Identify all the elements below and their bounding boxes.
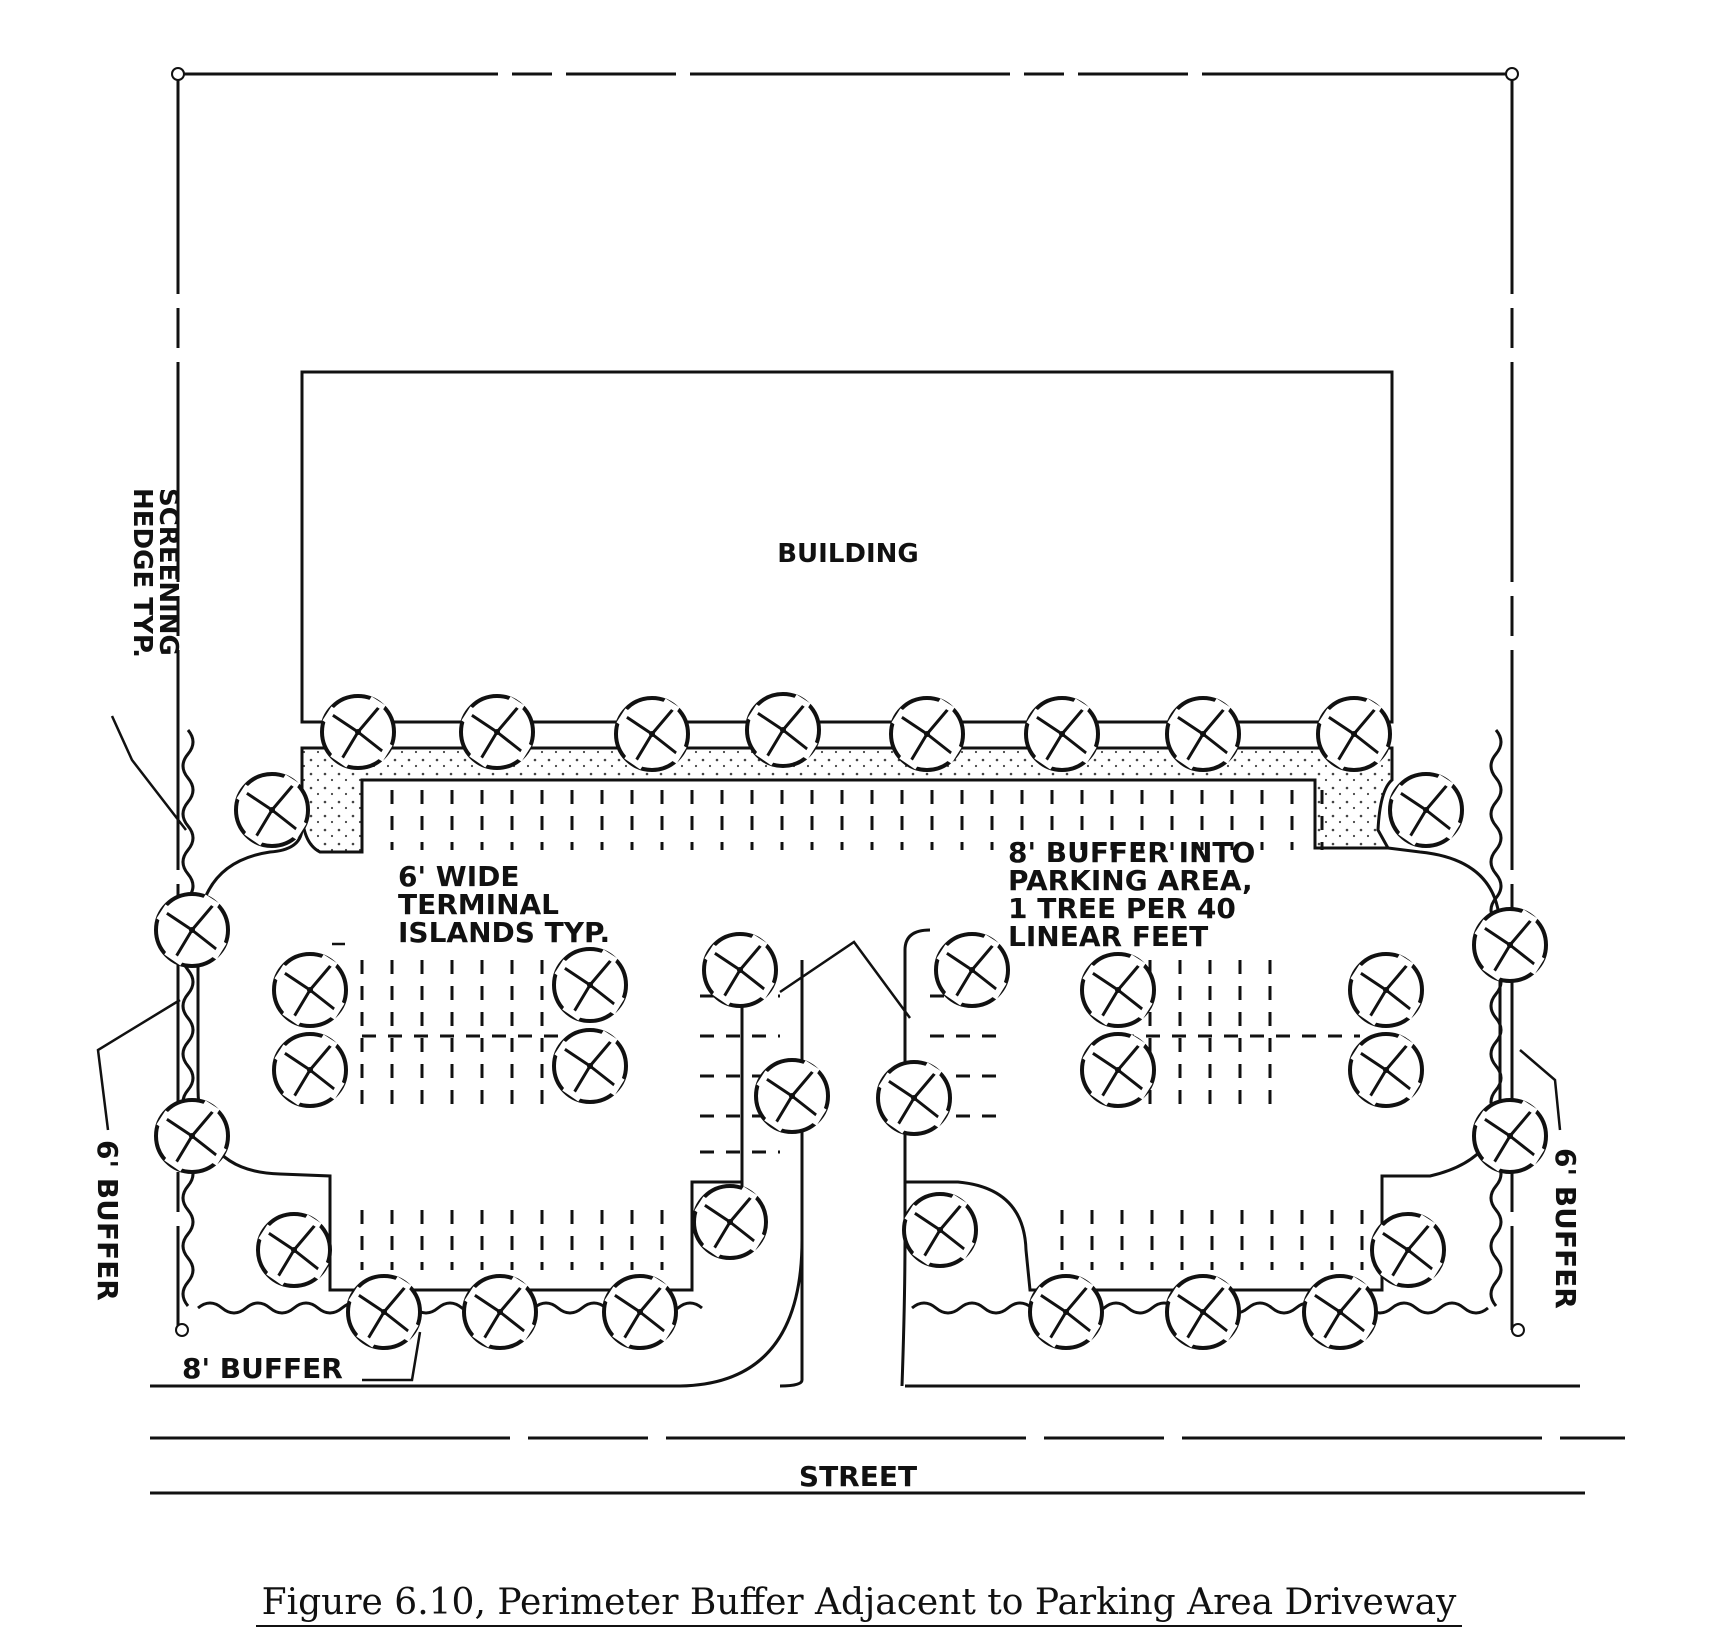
tree-symbol <box>1030 1276 1102 1348</box>
tree-symbol <box>1474 909 1546 981</box>
tree-symbol <box>1304 1276 1376 1348</box>
tree-symbol <box>1318 698 1390 770</box>
tree-symbol <box>1350 954 1422 1026</box>
tree-symbol <box>554 949 626 1021</box>
tree-symbol <box>461 696 533 768</box>
tree-symbol <box>1390 774 1462 846</box>
parking-stalls-bottom <box>360 1210 1364 1270</box>
terminal-islands-label-line3: ISLANDS TYP. <box>398 916 610 949</box>
parking-stalls-middle <box>360 960 1360 1154</box>
tree-symbol <box>274 954 346 1026</box>
figure-caption-text: Figure 6.10, Perimeter Buffer Adjacent t… <box>255 1582 1463 1627</box>
buffer-into-parking-line1: 8' BUFFER INTO <box>1008 836 1255 869</box>
tree-symbol <box>756 1060 828 1132</box>
tree-symbol <box>1026 698 1098 770</box>
building-footprint <box>300 370 1394 724</box>
parking-stalls-top <box>360 790 1324 850</box>
tree-symbol <box>1474 1100 1546 1172</box>
tree-symbol <box>704 934 776 1006</box>
terminal-islands-label: 6' WIDE TERMINAL ISLANDS TYP. <box>398 860 610 949</box>
tree-symbol <box>694 1186 766 1258</box>
tree-symbol <box>904 1194 976 1266</box>
tree-symbol <box>1350 1034 1422 1106</box>
tree-symbol <box>1372 1214 1444 1286</box>
tree-symbol <box>936 934 1008 1006</box>
tree-symbol <box>1082 1034 1154 1106</box>
buffer-into-parking-line3: 1 TREE PER 40 <box>1008 892 1236 925</box>
terminal-islands-label-line2: TERMINAL <box>398 888 559 921</box>
screening-hedge-label-line2: HEDGE TYP. <box>127 488 157 658</box>
tree-symbol <box>891 698 963 770</box>
figure-caption: Figure 6.10, Perimeter Buffer Adjacent t… <box>0 1582 1718 1627</box>
tree-symbol <box>604 1276 676 1348</box>
tree-symbol <box>1082 954 1154 1026</box>
tree-symbol <box>258 1214 330 1286</box>
tree-symbol <box>274 1034 346 1106</box>
screening-hedge-label-line1: SCREENING <box>153 488 183 656</box>
street-label: STREET <box>799 1460 917 1493</box>
tree-symbol <box>348 1276 420 1348</box>
tree-symbol <box>1167 1276 1239 1348</box>
terminal-islands-label-line1: 6' WIDE <box>398 860 519 893</box>
tree-symbol <box>464 1276 536 1348</box>
right-buffer-label: 6' BUFFER <box>1549 1148 1582 1309</box>
buffer-into-parking-line4: LINEAR FEET <box>1008 920 1208 953</box>
buffer-into-parking-label: 8' BUFFER INTO PARKING AREA, 1 TREE PER … <box>1008 836 1255 953</box>
tree-symbol <box>236 774 308 846</box>
tree-symbol <box>1167 698 1239 770</box>
building-label: BUILDING <box>777 539 919 569</box>
tree-symbol <box>616 698 688 770</box>
buffer-into-parking-line2: PARKING AREA, <box>1008 864 1253 897</box>
tree-symbol <box>747 694 819 766</box>
tree-symbol <box>322 696 394 768</box>
tree-symbol <box>156 894 228 966</box>
left-buffer-label: 6' BUFFER <box>91 1140 124 1301</box>
tree-symbol <box>878 1062 950 1134</box>
leader-lines <box>96 715 1562 1382</box>
tree-symbol <box>554 1030 626 1102</box>
tree-symbol <box>156 1100 228 1172</box>
bottom-buffer-label: 8' BUFFER <box>182 1352 343 1385</box>
